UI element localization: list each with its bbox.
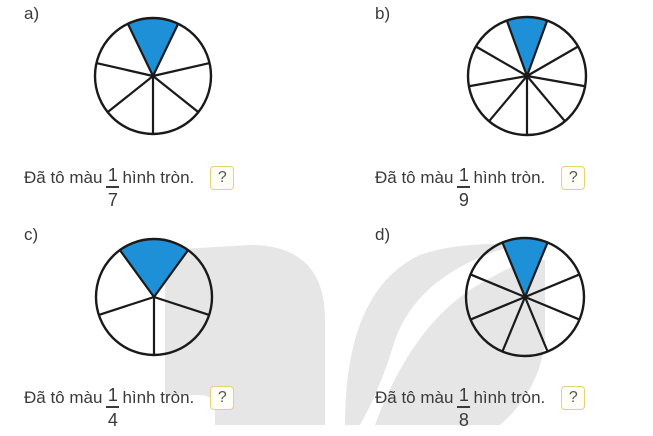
fraction-circle	[93, 16, 213, 136]
sector-divider	[468, 74, 528, 88]
sentence-prefix: Đã tô màu	[24, 168, 103, 188]
fraction-bar	[106, 406, 120, 408]
fraction: 1 9	[457, 165, 471, 210]
watermark-right-shape-2	[375, 259, 545, 425]
fraction-circle	[466, 15, 588, 137]
fraction: 1 4	[106, 385, 120, 430]
sector-divider	[96, 62, 154, 78]
fraction: 1 7	[106, 165, 120, 210]
sector-divider	[501, 242, 527, 298]
sector-divider	[524, 295, 580, 321]
sentence-suffix: hình tròn.	[122, 168, 195, 188]
fraction-numerator: 1	[458, 385, 469, 405]
watermark-left-shape	[165, 245, 325, 425]
fraction-bar	[457, 406, 471, 408]
sector-divider	[526, 74, 586, 88]
sentence-prefix: Đã tô màu	[375, 168, 454, 188]
sector-divider	[152, 23, 180, 77]
shaded-sector	[502, 238, 548, 297]
sector-divider	[523, 242, 549, 298]
item-label: d)	[375, 225, 391, 244]
item-label: c)	[24, 225, 39, 244]
sector-divider	[526, 75, 566, 122]
answer-box[interactable]: ?	[210, 386, 235, 411]
sector-divider	[525, 20, 549, 77]
watermark-right-shape	[345, 243, 520, 425]
fraction-numerator: 1	[107, 385, 118, 405]
sector-divider	[153, 249, 189, 298]
sector-divider	[126, 23, 154, 77]
fraction-denominator: 4	[107, 409, 118, 430]
sentence-prefix: Đã tô màu	[375, 388, 454, 408]
sentence-prefix: Đã tô màu	[24, 388, 103, 408]
sector-divider	[152, 62, 210, 78]
shaded-sector	[127, 18, 179, 76]
fraction-numerator: 1	[107, 165, 118, 185]
fraction-numerator: 1	[458, 165, 469, 185]
answer-box[interactable]: ?	[561, 386, 586, 411]
fraction-denominator: 8	[458, 409, 469, 430]
circle-outline	[466, 15, 588, 137]
fraction-circle	[94, 237, 214, 357]
fraction-sentence: Đã tô màu 1 4 hình tròn. ?	[24, 377, 235, 429]
sector-divider	[470, 273, 526, 299]
answer-box[interactable]: ?	[561, 166, 586, 191]
sector-divider	[524, 273, 580, 299]
circle-outline	[93, 16, 213, 136]
sector-divider	[98, 295, 155, 316]
sector-divider	[106, 75, 154, 114]
shaded-sector	[506, 17, 548, 76]
shaded-sector	[119, 239, 189, 297]
circle-outline	[94, 237, 214, 357]
fraction-bar	[106, 186, 120, 188]
fraction: 1 8	[457, 385, 471, 430]
sector-divider	[501, 296, 527, 352]
fraction-sentence: Đã tô màu 1 9 hình tròn. ?	[375, 157, 586, 209]
fraction-denominator: 7	[107, 189, 118, 210]
fraction-circle	[464, 236, 586, 358]
sector-divider	[488, 75, 528, 122]
item-label: a)	[24, 4, 40, 23]
circle-outline	[464, 236, 586, 358]
sector-divider	[119, 249, 155, 298]
fraction-bar	[457, 186, 471, 188]
fraction-sentence: Đã tô màu 1 7 hình tròn. ?	[24, 157, 235, 209]
answer-box[interactable]: ?	[210, 166, 235, 191]
sector-divider	[153, 295, 210, 316]
sentence-suffix: hình tròn.	[473, 388, 546, 408]
sector-divider	[526, 45, 579, 77]
sector-divider	[523, 296, 549, 352]
sector-divider	[475, 45, 528, 77]
sector-divider	[505, 20, 529, 77]
sector-divider	[152, 75, 200, 114]
fraction-sentence: Đã tô màu 1 8 hình tròn. ?	[375, 377, 586, 429]
item-label: b)	[375, 4, 391, 23]
sentence-suffix: hình tròn.	[122, 388, 195, 408]
sector-divider	[470, 295, 526, 321]
fraction-denominator: 9	[458, 189, 469, 210]
sentence-suffix: hình tròn.	[473, 168, 546, 188]
